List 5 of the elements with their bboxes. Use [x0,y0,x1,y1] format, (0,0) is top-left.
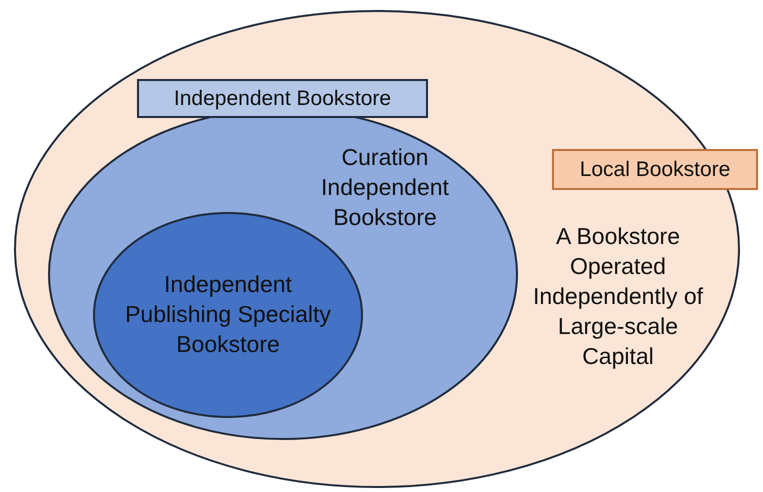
description-text: Independent Publishing Specialty Bookstore [124,270,332,359]
category-label: Independent Bookstore [137,79,428,118]
description-text: Curation Independent Bookstore [320,143,450,232]
category-label: Local Bookstore [552,149,758,190]
description-text: A Bookstore Operated Independently of Large-scale Capital [532,222,704,371]
